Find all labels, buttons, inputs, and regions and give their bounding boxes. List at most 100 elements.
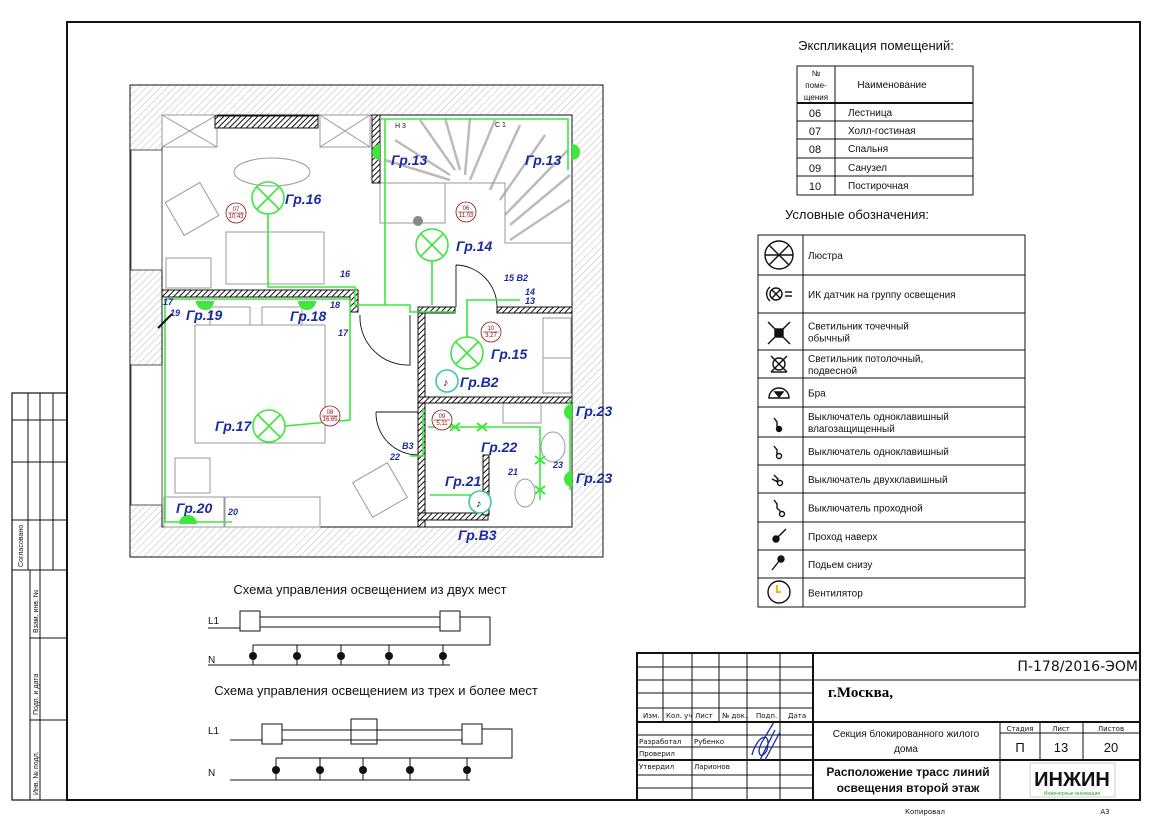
drawing-line: [482, 454, 490, 516]
drawing-line: [496, 306, 573, 314]
copied-label: Копировал: [905, 808, 945, 816]
drawing-line: [164, 299, 232, 523]
ir-sensor-icon: [766, 286, 792, 302]
room-name: Постирочная: [848, 181, 909, 192]
company-logo: ИНЖИН Инженерные инновации: [1029, 762, 1116, 798]
group-label: Гр.22: [481, 439, 517, 455]
room-name: Холл-гостиная: [848, 126, 916, 137]
drawing-line: [417, 306, 456, 314]
neutral-label: N: [208, 768, 215, 779]
drawing-line: [410, 408, 424, 457]
drawing-line: [261, 306, 303, 326]
drawing-line: [276, 728, 513, 759]
drawing-line: [380, 182, 572, 244]
rise-from-below-icon: [771, 555, 785, 571]
ceiling-lamp-icon: [770, 355, 788, 373]
drawing-line: [449, 422, 461, 432]
drawing-line: [163, 496, 225, 528]
switch-mark: 14: [525, 287, 535, 297]
drawing-line: [428, 426, 541, 500]
drawing-line: [768, 387, 790, 399]
chandelier-markers: ♪ ♪: [157, 181, 492, 514]
drawing-line: [772, 357, 786, 371]
drawing-line: [350, 718, 378, 745]
room-tag-no: 07: [233, 207, 240, 213]
switch-mark: В3: [402, 441, 414, 451]
object-name: Секция блокированного жилого: [833, 728, 980, 740]
group-label: Гр.20: [176, 500, 212, 516]
switch-mark: 18: [330, 300, 340, 310]
drawing-line: [418, 119, 457, 171]
room-no: 06: [809, 108, 821, 120]
drawing-line: [564, 404, 572, 420]
room-tag-no: 08: [327, 410, 334, 416]
drawing-line: ♪: [443, 377, 449, 389]
drawing-line: [572, 144, 580, 160]
pass-up-icon: [772, 528, 787, 543]
role-label: Разработал: [639, 738, 681, 746]
sconce-icon: [768, 387, 790, 399]
drawing-line: [249, 652, 447, 660]
room-name: Санузел: [848, 163, 887, 174]
group-label: Гр.17: [215, 418, 252, 434]
stair-label: С 1: [495, 122, 506, 129]
scheme-two-places: Схема управления освещением из двух мест…: [208, 582, 507, 666]
drawing-line: [773, 391, 785, 399]
drawing-line: [252, 616, 491, 650]
sheets-value: 20: [1104, 740, 1118, 755]
drawing-line: [534, 485, 546, 495]
drawing-line: [439, 610, 461, 632]
drawing-line: [449, 422, 546, 495]
drawing-line: [417, 396, 573, 404]
sheet-title: Расположение трасс линий: [826, 765, 989, 779]
drawing-line: [468, 490, 492, 514]
side-stamp-label: Инв. № подл.: [33, 751, 40, 795]
room-no: 07: [809, 126, 821, 138]
drawing-line: [476, 422, 488, 432]
drawing-line: [504, 149, 569, 216]
drawing-line: [773, 445, 778, 455]
drawing-line: [757, 234, 1026, 608]
legend-label: Выключатель двухклавишный: [808, 475, 948, 486]
col-header: Кол. уч: [666, 712, 692, 720]
switch-mark: 22: [389, 452, 400, 462]
drawing-line: [461, 723, 483, 745]
drawing-line: [380, 118, 569, 170]
drawing-line: [351, 461, 409, 519]
drawing-line: [455, 201, 477, 223]
room-name: Лестница: [848, 108, 893, 119]
group-label: Гр.21: [445, 473, 481, 489]
drawing-line: [161, 114, 573, 528]
drawing-line: [771, 289, 781, 299]
col-header: Подп.: [756, 712, 777, 720]
header-no: щения: [804, 93, 828, 102]
group-label: Гр.В3: [458, 527, 497, 543]
room-tag-no: 09: [439, 414, 446, 420]
switch-mark: 16: [340, 269, 351, 279]
drawing-line: [767, 580, 791, 604]
group-label: Гр.23: [576, 403, 612, 419]
drawing-line: [777, 555, 785, 563]
side-stamp-label: Подп. и дата: [33, 674, 40, 715]
table-row: 06 Лестница: [809, 108, 893, 120]
drawing-line: [372, 144, 380, 160]
drawing-line: [239, 610, 261, 632]
drawing-line: [466, 299, 520, 337]
switch-mark: 19: [170, 308, 180, 318]
drawing-line: [319, 114, 371, 148]
drawing-line: [431, 409, 453, 431]
drawing-line: [509, 198, 571, 242]
logo-subtitle: Инженерные инновации: [1044, 791, 1100, 797]
drawing-line: [413, 216, 423, 226]
drawing-line: [196, 301, 214, 310]
phase-label: L1: [208, 616, 220, 627]
legend-label: Выключатель одноклавишный: [808, 412, 949, 423]
col-header: Лист: [695, 712, 713, 720]
drawing-line: [225, 202, 247, 224]
switch-mark: 17: [163, 297, 174, 307]
switch-passthrough-icon: [773, 499, 786, 518]
switch-waterproof-icon: [773, 417, 783, 433]
drawing-line: [463, 117, 472, 176]
drawing-line: [319, 114, 371, 148]
